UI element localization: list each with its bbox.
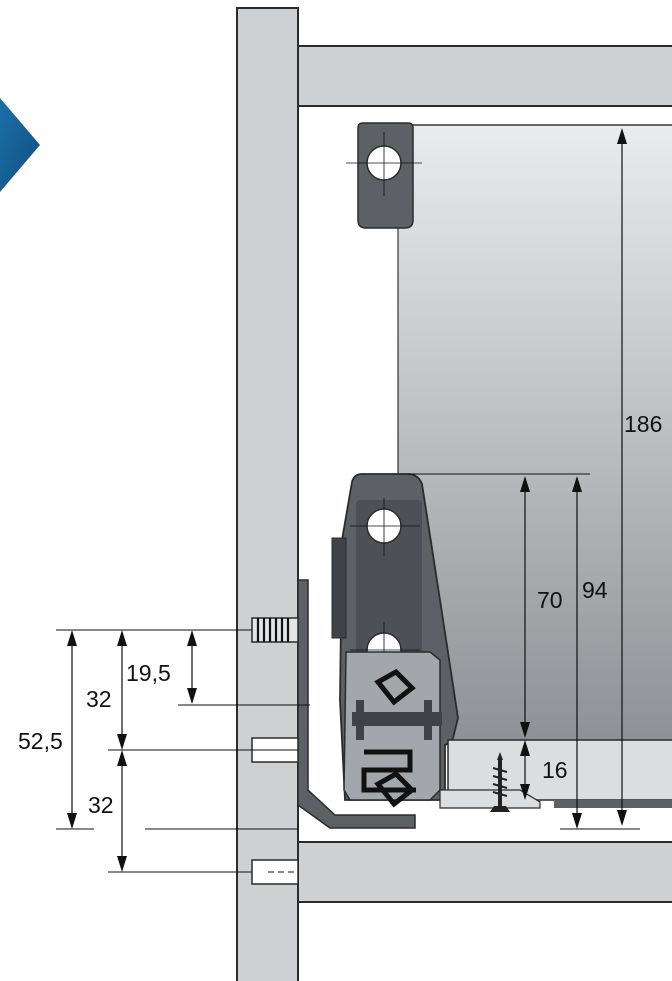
top-shelf bbox=[297, 45, 672, 107]
dimension-52-5: 52,5 bbox=[18, 630, 77, 829]
dimension-19-5: 19,5 bbox=[126, 630, 197, 704]
dimension-32-lower: 32 bbox=[88, 750, 127, 872]
dimension-16: 16 bbox=[520, 740, 568, 800]
dimension-70: 70 bbox=[520, 476, 563, 738]
cabinet-side-panel bbox=[236, 7, 299, 981]
dimension-32-upper-label: 32 bbox=[86, 686, 112, 712]
dimension-70-label: 70 bbox=[537, 587, 563, 613]
dimension-94: 94 bbox=[408, 473, 608, 829]
rear-bracket-upper bbox=[346, 122, 422, 229]
dimension-32-lower-label: 32 bbox=[88, 792, 114, 818]
dimension-19-5-label: 19,5 bbox=[126, 660, 171, 686]
drawer-bottom-clip bbox=[439, 789, 541, 809]
dimension-186: 186 bbox=[560, 128, 662, 830]
dimension-16-label: 16 bbox=[542, 757, 568, 783]
cabinet-mounting-bracket bbox=[297, 579, 416, 829]
dowel-lower bbox=[251, 859, 299, 885]
bottom-shelf bbox=[297, 841, 672, 903]
chevron-right-icon bbox=[0, 98, 40, 192]
runner-rail bbox=[343, 651, 442, 808]
drawer-bottom-strip bbox=[554, 800, 672, 808]
dimension-94-label: 94 bbox=[582, 577, 608, 603]
dowel-upper bbox=[251, 617, 299, 643]
dimension-52-5-label: 52,5 bbox=[18, 728, 63, 754]
wood-screw-icon bbox=[490, 752, 510, 812]
dimension-32-upper: 32 bbox=[86, 630, 127, 750]
dimension-186-label: 186 bbox=[624, 411, 662, 437]
